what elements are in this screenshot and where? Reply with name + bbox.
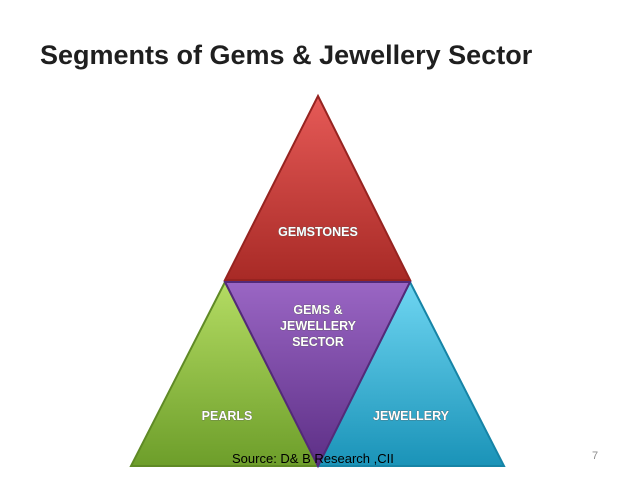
gemstones-segment <box>223 93 412 281</box>
slide-title: Segments of Gems & Jewellery Sector <box>40 40 533 70</box>
pearls-label: PEARLS <box>202 409 253 423</box>
slide-number: 7 <box>592 450 599 462</box>
sector-label-line-3: SECTOR <box>292 335 344 349</box>
source-note: Source: D& B Research ,CII <box>232 451 394 466</box>
gemstones-label: GEMSTONES <box>278 225 358 239</box>
jewellery-label: JEWELLERY <box>373 409 450 423</box>
sector-label-line-2: JEWELLERY <box>280 319 357 333</box>
sector-segment <box>223 281 412 469</box>
sector-label-line-1: GEMS & <box>293 303 342 317</box>
